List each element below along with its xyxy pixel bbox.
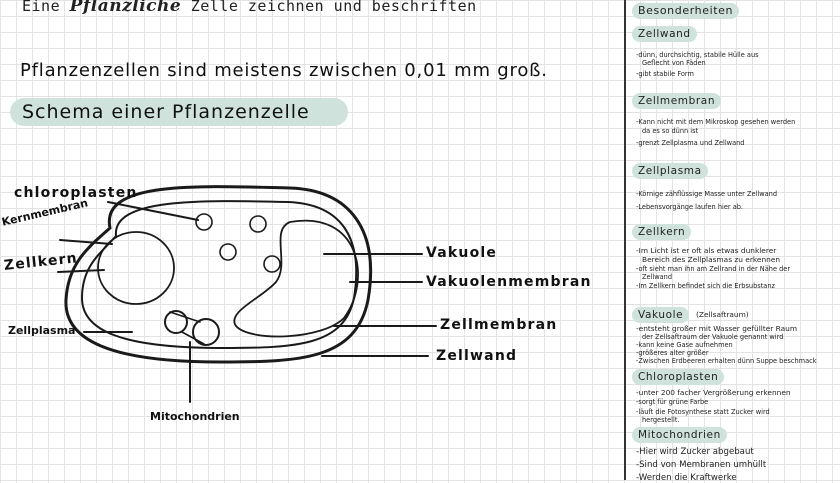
note-title-zellwand: Zellwand — [632, 26, 697, 42]
note-line: -kann keine Gase aufnehmen — [636, 341, 733, 349]
title-bold: Pflanzliche — [69, 0, 182, 16]
note-title-zellmembran: Zellmembran — [632, 93, 722, 109]
cell-membrane-outline — [80, 200, 358, 350]
schema-heading: Schema einer Pflanzenzelle — [10, 98, 348, 126]
note-title-zellplasma: Zellplasma — [632, 163, 708, 179]
label-mitochondrien: Mitochondrien — [150, 410, 240, 423]
note-line: -Werden die Kraftwerke — [636, 473, 737, 483]
note-line: -entsteht großer mit Wasser gefüllter Ra… — [636, 324, 798, 333]
note-line: -dünn, durchsichtig, stabile Hülle aus — [636, 51, 759, 59]
leader-line — [59, 239, 113, 245]
note-line: -unter 200 facher Vergrößerung erkennen — [636, 388, 791, 397]
note-line: Geflecht von Fäden — [642, 59, 706, 67]
note-line: -Lebensvorgänge laufen hier ab. — [636, 203, 744, 211]
label-zellwand: Zellwand — [436, 348, 518, 364]
mitochondrion-shape — [169, 311, 205, 345]
note-title-vakuole: Vakuole — [632, 307, 690, 323]
notes-header: Besonderheiten — [632, 3, 740, 19]
chloroplast-shape — [263, 255, 281, 273]
note-line: -oft sieht man ihn am Zellrand in der Nä… — [636, 265, 791, 273]
leader-line — [57, 269, 105, 273]
note-title-mitochondrien: Mitochondrien — [632, 427, 727, 443]
cell-diagram — [57, 185, 437, 403]
size-note: Pflanzenzellen sind meistens zwischen 0,… — [20, 60, 548, 81]
note-line: -Hier wird Zucker abgebaut — [636, 447, 754, 457]
cell-wall — [64, 185, 373, 364]
mitochondrion-shape — [164, 310, 188, 334]
note-line: -grenzt Zellplasma und Zellwand — [636, 139, 745, 147]
vacuole-shape — [233, 219, 359, 338]
note-line: -Im Zellkern befindet sich die Erbsubsta… — [636, 282, 775, 290]
note-line: -gibt stabile Form — [636, 70, 694, 78]
leader-line — [107, 201, 199, 221]
note-line: -sorgt für grüne Farbe — [636, 398, 709, 406]
note-line: Bereich des Zellplasmas zu erkennen — [642, 255, 781, 264]
note-line: -Kann nicht mit dem Mikroskop gesehen we… — [636, 118, 796, 126]
label-chloroplasten: chloroplasten — [14, 185, 138, 201]
note-line: der Zellsaftraum der Vakuole genannt wir… — [642, 333, 784, 341]
note-line: -Körnige zähflüssige Masse unter Zellwan… — [636, 190, 778, 198]
note-line: -Zwischen Erdbeeren erhalten dünn Suppe … — [636, 357, 817, 365]
nucleus-shape — [97, 231, 175, 305]
label-zellplasma: Zellplasma — [8, 324, 76, 337]
note-line: hergestellt. — [642, 416, 680, 424]
label-vakuole: Vakuole — [426, 245, 498, 261]
note-line: -läuft die Fotosynthese statt Zucker wir… — [636, 408, 770, 416]
note-line: -größeres alter größer — [636, 349, 709, 357]
note-line: Zellwand — [642, 273, 673, 281]
chloroplast-shape — [195, 213, 213, 231]
note-line: -Sind von Membranen umhüllt — [636, 460, 767, 470]
title-prefix: Eine — [22, 0, 61, 15]
title-suffix: Zelle zeichnen und beschriften — [190, 0, 477, 15]
notes-column: Besonderheiten Zellwand -dünn, durchsich… — [630, 0, 840, 483]
note-title-zellkern: Zellkern — [632, 224, 692, 240]
chloroplast-shape — [219, 243, 237, 261]
note-title-chloroplasten: Chloroplasten — [632, 369, 725, 385]
note-line: -Im Licht ist er oft als etwas dunklerer — [636, 246, 777, 255]
page-title: Eine Pflanzliche Zelle zeichnen und besc… — [22, 0, 477, 16]
chloroplast-shape — [249, 215, 267, 233]
mitochondrion-shape — [192, 318, 220, 346]
column-divider — [624, 0, 626, 480]
note-subtitle-vakuole: (Zellsaftraum) — [696, 310, 749, 319]
label-vakuolenmembran: Vakuolenmembran — [426, 274, 592, 290]
note-line: da es so dünn ist — [642, 127, 699, 135]
label-zellmembran: Zellmembran — [440, 317, 558, 333]
